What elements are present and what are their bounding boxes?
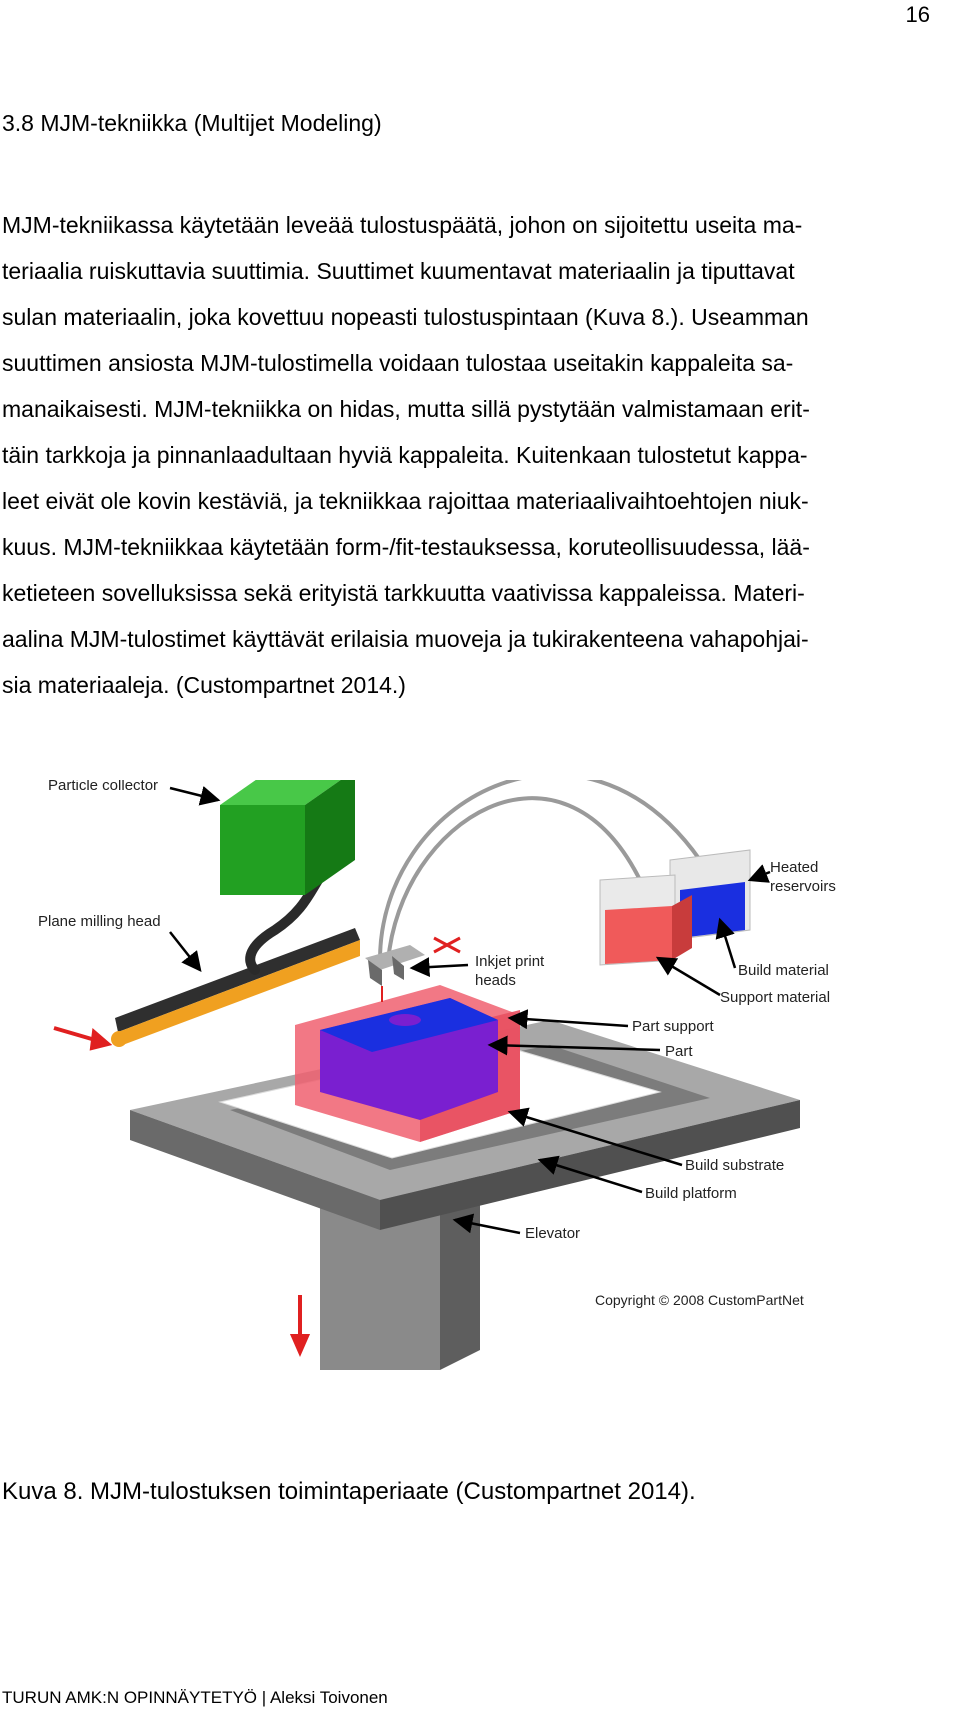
paragraph-line: sulan materiaalin, joka kovettuu nopeast… [2, 304, 809, 330]
section-heading: 3.8 MJM-tekniikka (Multijet Modeling) [2, 110, 382, 136]
page-number: 16 [905, 2, 930, 27]
label-elevator: Elevator [525, 1225, 580, 1242]
label-part: Part [665, 1043, 693, 1060]
mjm-diagram-figure: Particle collector Plane milling head In… [20, 770, 940, 1430]
label-heated-reservoirs-line2: reservoirs [770, 878, 836, 895]
paragraph-line: suuttimen ansiosta MJM-tulostimella void… [2, 350, 794, 376]
body-paragraph: MJM-tekniikassa käytetään leveää tulostu… [2, 202, 958, 708]
label-heated-reservoirs-line1: Heated [770, 859, 818, 876]
part-shape [320, 998, 498, 1120]
paragraph-line: teriaalia ruiskuttavia suuttimia. Suutti… [2, 258, 795, 284]
label-build-material: Build material [738, 962, 829, 979]
direction-arrows [53, 1026, 311, 1357]
label-inkjet-print-heads-line2: heads [475, 972, 516, 989]
leader-lines [169, 786, 771, 1235]
paragraph-line: kuus. MJM-tekniikkaa käytetään form-/fit… [2, 534, 810, 560]
label-build-substrate: Build substrate [685, 1157, 784, 1174]
label-build-platform: Build platform [645, 1185, 737, 1202]
paragraph-line: leet eivät ole kovin kestäviä, ja teknii… [2, 488, 809, 514]
label-support-material: Support material [720, 989, 830, 1006]
label-particle-collector: Particle collector [48, 780, 158, 794]
paragraph-line: täin tarkkoja ja pinnanlaadultaan hyviä … [2, 442, 808, 468]
mjm-diagram: Particle collector Plane milling head In… [38, 770, 836, 1370]
milling-head-shape [111, 928, 360, 1047]
print-heads-shape [365, 945, 425, 1002]
label-inkjet-print-heads-line1: Inkjet print [475, 953, 545, 970]
figure-copyright: Copyright © 2008 CustomPartNet [595, 1292, 804, 1308]
motion-arrows-icon [433, 936, 461, 954]
label-part-support: Part support [632, 1018, 715, 1035]
figure-caption: Kuva 8. MJM-tulostuksen toimintaperiaate… [2, 1478, 696, 1505]
page-footer: TURUN AMK:N OPINNÄYTETYÖ | Aleksi Toivon… [2, 1688, 388, 1707]
paragraph-line: MJM-tekniikassa käytetään leveää tulostu… [2, 212, 803, 238]
paragraph-line: aalina MJM-tulostimet käyttävät erilaisi… [2, 626, 809, 652]
paragraph-line: ketieteen sovelluksissa sekä erityistä t… [2, 580, 805, 606]
paragraph-line: manaikaisesti. MJM-tekniikka on hidas, m… [2, 396, 810, 422]
paragraph-line: sia materiaaleja. (Custompartnet 2014.) [2, 672, 406, 698]
label-plane-milling-head: Plane milling head [38, 913, 161, 930]
feed-tubes [378, 772, 702, 963]
heated-reservoirs-shape [599, 849, 751, 966]
particle-collector-box [220, 770, 355, 895]
